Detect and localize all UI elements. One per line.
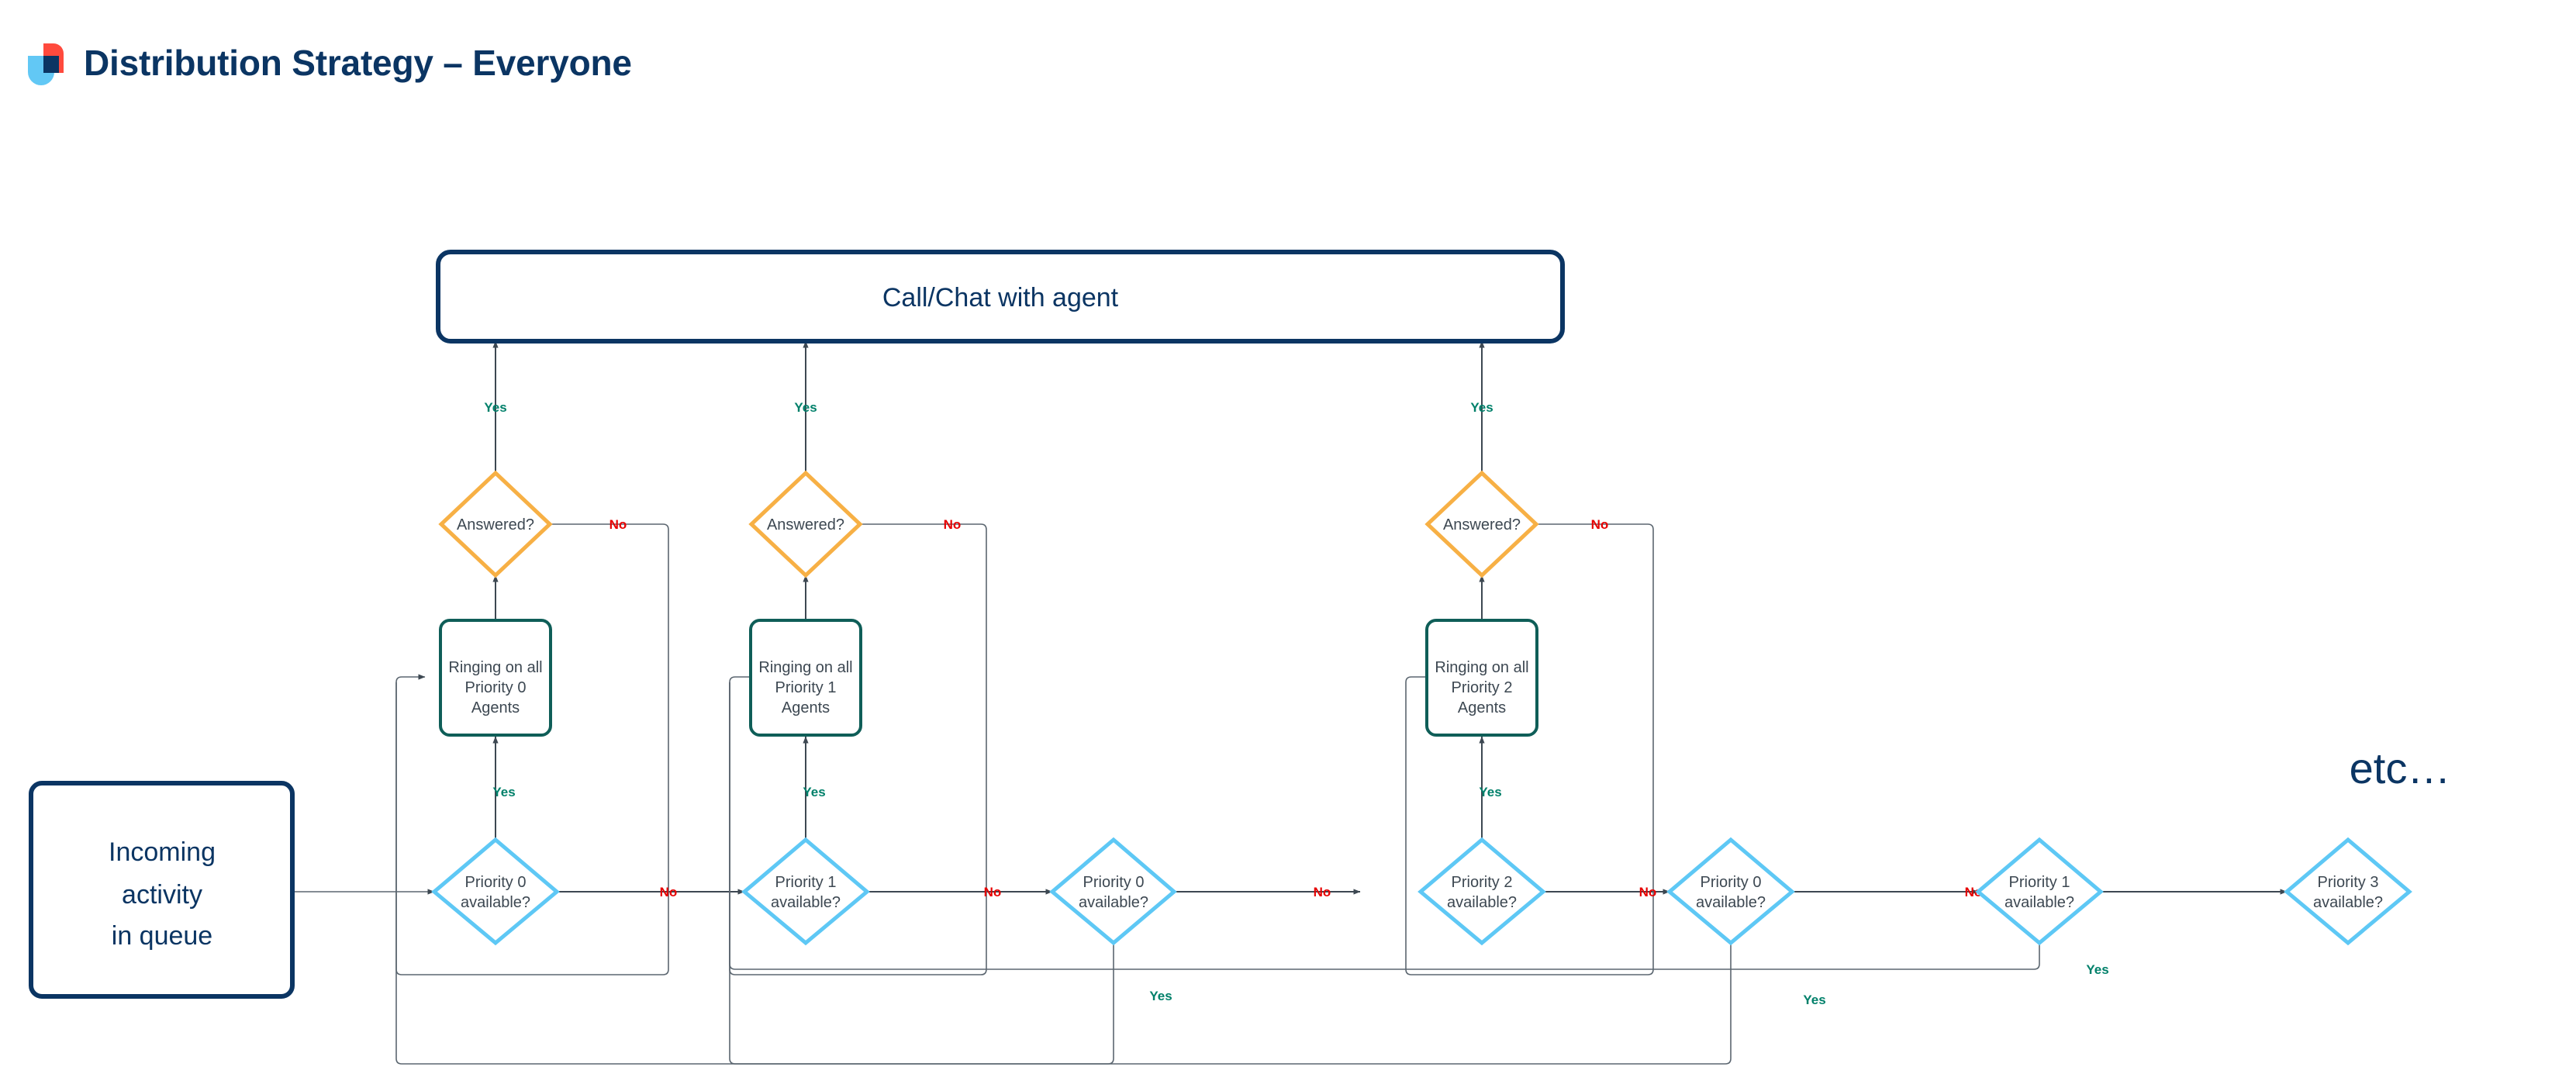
node-label-line: Priority 1 — [775, 679, 837, 696]
edge-answered1-no-loop — [729, 523, 987, 975]
zendesk-logo-icon — [28, 43, 64, 85]
node-label-line: activity — [122, 880, 202, 910]
node-label-line: Ringing on all — [758, 659, 852, 676]
edge-label-yes: Yes — [2086, 962, 2108, 977]
edge-label-no: No — [984, 885, 1002, 899]
node-label: Answered? — [457, 516, 534, 533]
node-label-line: available? — [461, 894, 530, 911]
node-available-6[interactable]: Priority 3 available? — [2284, 837, 2412, 946]
node-available-3[interactable]: Priority 2 available? — [1417, 837, 1546, 946]
node-available-5[interactable]: Priority 1 available? — [1975, 837, 2104, 946]
node-label-line: available? — [1079, 894, 1148, 911]
node-label-line: Priority 2 — [1452, 679, 1513, 696]
edge-answered0-no-loop — [395, 523, 669, 975]
edge-avail5-yes-loop — [729, 682, 2040, 970]
edge-answered2-no-loop — [1405, 523, 1654, 975]
page-header: Distribution Strategy – Everyone — [0, 0, 632, 85]
edge-label-yes: Yes — [1470, 400, 1493, 415]
etc-label: etc… — [2350, 744, 2451, 792]
node-available-1[interactable]: Priority 1 available? — [741, 837, 870, 946]
node-label-line: Priority 2 — [1452, 874, 1513, 891]
edge-label-yes: Yes — [1803, 993, 1825, 1007]
node-available-2[interactable]: Priority 0 available? — [1049, 837, 1177, 946]
edge-label-no: No — [1314, 885, 1331, 899]
node-label-line: available? — [1447, 894, 1517, 911]
node-label-line: available? — [771, 894, 841, 911]
edge-label-yes: Yes — [1479, 785, 1501, 799]
edge-label-no: No — [1965, 885, 1983, 899]
node-ringing-priority-1[interactable]: Ringing on all Priority 1 Agents — [749, 619, 862, 737]
node-label-line: Priority 1 — [2009, 874, 2070, 891]
edge-label-yes: Yes — [803, 785, 825, 799]
edge-label-yes: Yes — [794, 400, 817, 415]
node-answered-0[interactable]: Answered? — [438, 470, 553, 578]
node-label-line: Agents — [1458, 699, 1506, 716]
edge-label-no: No — [609, 517, 627, 532]
edge-label-no: No — [660, 885, 678, 899]
edge-label-no: No — [1591, 517, 1609, 532]
node-label: Answered? — [1443, 516, 1521, 533]
node-ringing-priority-2[interactable]: Ringing on all Priority 2 Agents — [1425, 619, 1538, 737]
node-incoming-activity[interactable]: Incoming activity in queue — [29, 781, 295, 999]
node-label-line: Priority 0 — [1083, 874, 1145, 891]
node-label-line: Priority 1 — [775, 874, 837, 891]
edge-label-yes: Yes — [484, 400, 506, 415]
node-label-line: available? — [2313, 894, 2383, 911]
page-title: Distribution Strategy – Everyone — [84, 43, 632, 83]
node-ringing-priority-0[interactable]: Ringing on all Priority 0 Agents — [439, 619, 552, 737]
edge-label-layer: Yes Yes Yes No No No Yes Yes Yes No No N… — [484, 400, 2308, 1007]
node-label-line: Agents — [782, 699, 830, 716]
node-label-line: Priority 0 — [465, 679, 527, 696]
edge-avail4-yes-loop — [729, 682, 1732, 1065]
node-label-line: Priority 3 — [2318, 874, 2379, 891]
edge-label-yes: Yes — [1149, 989, 1172, 1003]
node-available-0[interactable]: Priority 0 available? — [431, 837, 560, 946]
node-available-4[interactable]: Priority 0 available? — [1666, 837, 1795, 946]
node-call-chat-with-agent[interactable]: Call/Chat with agent — [436, 250, 1565, 344]
node-label-line: Incoming — [109, 837, 216, 867]
node-label: Answered? — [767, 516, 844, 533]
node-label-line: available? — [1696, 894, 1766, 911]
node-label-line: Ringing on all — [1435, 659, 1528, 676]
node-answered-1[interactable]: Answered? — [748, 470, 863, 578]
logo-navy-shape — [43, 56, 59, 73]
connector-layer — [292, 340, 2288, 1065]
edge-label-no: No — [1639, 885, 1657, 899]
node-label-line: Agents — [471, 699, 520, 716]
node-label-line: available? — [2005, 894, 2074, 911]
node-label-line: Priority 0 — [465, 874, 527, 891]
node-label-line: Ringing on all — [448, 659, 542, 676]
node-label: Call/Chat with agent — [882, 283, 1119, 312]
node-label-line: in queue — [112, 921, 212, 951]
node-label-line: Priority 0 — [1701, 874, 1762, 891]
node-answered-2[interactable]: Answered? — [1424, 470, 1539, 578]
edge-label-yes: Yes — [492, 785, 515, 799]
edge-label-no: No — [944, 517, 962, 532]
